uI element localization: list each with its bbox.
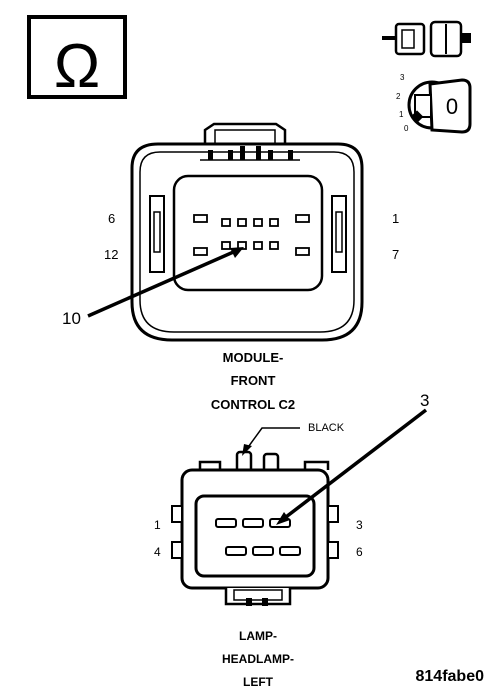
ignition-key-label: 0 [446,94,458,119]
ignition-pos-3: 3 [400,73,405,82]
lamp-title-line2: HEADLAMP- [222,652,294,666]
lamp-pin-label-1: 1 [154,518,161,532]
ignition-key-icon: 3 2 1 0 0 [396,73,472,134]
connector-disconnect-icon [382,20,471,58]
module-front-control-c2-connector: 6 12 1 7 10 MODULE- FRONT CONTROL C2 [62,122,399,412]
lamp-callout-label: 3 [420,391,429,410]
c2-pin-label-1: 1 [392,211,399,226]
ignition-pos-0: 0 [404,124,409,133]
lamp-pin-label-3: 3 [356,518,363,532]
figure-id: 814fabe0 [416,668,485,685]
c2-pin-label-7: 7 [392,247,399,262]
c2-pin-label-6: 6 [108,211,115,226]
lamp-headlamp-left-connector: BLACK 1 4 3 6 3 LAM [154,391,429,689]
ignition-pos-1: 1 [399,110,404,119]
ohmmeter-icon: Ω [27,15,127,101]
lamp-wire-color-label: BLACK [308,422,345,434]
c2-title-line2: FRONT [231,373,276,388]
lamp-pin-label-6: 6 [356,545,363,559]
lamp-title-line1: LAMP- [239,629,277,643]
lamp-title-line3: LEFT [243,675,274,689]
c2-title-line3: CONTROL C2 [211,397,295,412]
ignition-pos-2: 2 [396,92,401,101]
c2-title-line1: MODULE- [223,350,284,365]
ohm-symbol: Ω [54,32,100,101]
lamp-pin-label-4: 4 [154,545,161,559]
c2-pin-label-12: 12 [104,247,118,262]
c2-callout-label: 10 [62,309,81,328]
